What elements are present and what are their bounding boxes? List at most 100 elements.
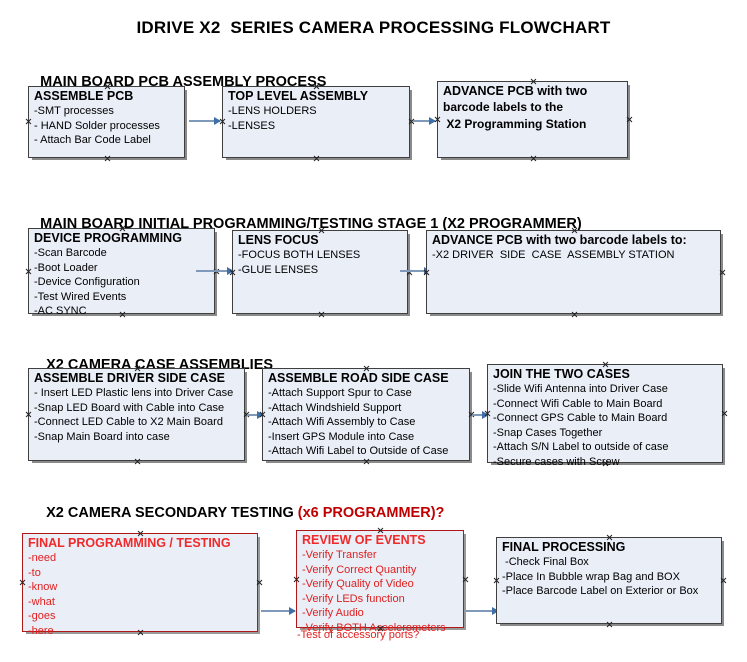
node-line: -Snap Cases Together: [493, 426, 603, 439]
node-line: -Attach Wifi Assembly to Case: [268, 416, 416, 428]
node-line: -LENSES: [228, 119, 276, 132]
node-line: - HAND Solder processes: [34, 119, 160, 132]
node-device-programming[interactable]: DEVICE PROGRAMMING -Scan Barcode -Boot L…: [25, 228, 215, 317]
node-line: -to: [28, 566, 41, 579]
node-assemble-driver-side-case[interactable]: ASSEMBLE DRIVER SIDE CASE - Insert LED P…: [28, 368, 245, 461]
arrow-head-icon: [227, 267, 234, 275]
resize-handle-left[interactable]: [293, 576, 300, 583]
node-title: ASSEMBLE PCB: [34, 89, 134, 103]
page-title: IDRIVE X2 SERIES CAMERA PROCESSING FLOWC…: [136, 18, 611, 37]
resize-handle-left[interactable]: [25, 118, 32, 125]
node-title: FINAL PROGRAMMING / TESTING: [28, 536, 231, 550]
resize-handle-bottom[interactable]: [104, 155, 111, 162]
node-line: -GLUE LENSES: [238, 263, 319, 276]
node-title: FINAL PROCESSING: [502, 540, 626, 554]
node-line: -Connect GPS Cable to Main Board: [493, 412, 668, 424]
node-line: -Insert GPS Module into Case: [268, 430, 415, 443]
node-line: -AC SYNC: [34, 305, 87, 317]
node-line: -Secure cases with Screw: [493, 455, 620, 468]
node-line: -Verify Correct Quantity: [302, 563, 417, 576]
node-title: ADVANCE PCB with two barcode labels to:: [432, 233, 687, 247]
node-join-the-two-cases[interactable]: JOIN THE TWO CASES -Slide Wifi Antenna i…: [487, 364, 723, 468]
node-line: -Device Configuration: [34, 276, 140, 288]
node-line: -Slide Wifi Antenna into Driver Case: [493, 383, 668, 395]
node-line: -Verify BOTH Accelerometers: [302, 621, 446, 634]
resize-handle-right[interactable]: [462, 576, 469, 583]
resize-handle-bottom[interactable]: [134, 458, 141, 465]
node-line: - Attach Bar Code Label: [34, 134, 151, 146]
node-line: -Check Final Box: [502, 556, 589, 568]
node-line: -goes: [28, 610, 56, 622]
node-final-programming-testing[interactable]: FINAL PROGRAMMING / TESTING -need -to -k…: [19, 533, 258, 637]
resize-handle-right[interactable]: [626, 116, 633, 123]
node-title: TOP LEVEL ASSEMBLY: [228, 89, 369, 103]
node-line: -Verify Transfer: [302, 549, 377, 561]
arrow-head-icon: [429, 117, 436, 125]
connector-road-case-to-join-cases: [472, 411, 489, 419]
resize-handle-right[interactable]: [256, 579, 263, 586]
node-lens-focus[interactable]: LENS FOCUS -FOCUS BOTH LENSES -GLUE LENS…: [232, 230, 408, 314]
resize-handle-left[interactable]: [493, 577, 500, 584]
node-title: DEVICE PROGRAMMING: [34, 231, 182, 245]
connector-final-programming-to-review-of-events: [261, 607, 296, 615]
resize-handle-right[interactable]: [721, 410, 728, 417]
node-review-of-events[interactable]: REVIEW OF EVENTS -Verify Transfer -Verif…: [293, 530, 464, 634]
node-line: barcode labels to the: [443, 100, 564, 114]
node-line: -know: [28, 581, 58, 593]
node-assemble-road-side-case[interactable]: ASSEMBLE ROAD SIDE CASE -Attach Support …: [262, 368, 470, 461]
node-advance-pcb-x2-programming-station[interactable]: ADVANCE PCB with two barcode labels to t…: [437, 81, 628, 158]
arrow-head-icon: [214, 117, 221, 125]
node-line: -Verify Audio: [302, 607, 364, 619]
connector-device-programming-to-lens-focus: [196, 267, 234, 275]
node-line: -Place Barcode Label on Exterior or Box: [502, 585, 699, 597]
node-line: -Snap Main Board into case: [34, 430, 170, 443]
node-title: JOIN THE TWO CASES: [493, 367, 630, 381]
node-title: ASSEMBLE ROAD SIDE CASE: [268, 371, 449, 385]
resize-handle-right[interactable]: [720, 577, 727, 584]
node-line: -Scan Barcode: [34, 247, 107, 259]
connector-top-level-assembly-to-advance-pcb: [413, 117, 436, 125]
node-line: -Place In Bubble wrap Bag and BOX: [502, 570, 680, 583]
resize-handle-right[interactable]: [719, 269, 726, 276]
connector-review-of-events-to-final-processing: [466, 607, 499, 615]
node-line: -Attach Windshield Support: [268, 401, 402, 414]
node-line: -Attach S/N Label to outside of case: [493, 441, 669, 453]
resize-handle-bottom[interactable]: [606, 621, 613, 628]
section-heading-accent-text: (x6 PROGRAMMER)?: [297, 505, 445, 521]
node-line: -Verify LEDs function: [302, 592, 405, 605]
section-heading-text: X2 CAMERA SECONDARY TESTING: [46, 505, 298, 521]
node-line: -SMT processes: [34, 105, 114, 117]
connector-driver-case-to-road-case: [247, 411, 264, 419]
resize-handle-left[interactable]: [19, 579, 26, 586]
arrow-head-icon: [257, 411, 264, 419]
node-advance-pcb-driver-side-case[interactable]: ADVANCE PCB with two barcode labels to: …: [426, 230, 721, 314]
node-top-level-assembly[interactable]: TOP LEVEL ASSEMBLY -LENS HOLDERS -LENSES: [222, 86, 410, 158]
node-title: ADVANCE PCB with two: [443, 84, 588, 98]
resize-handle-left[interactable]: [25, 268, 32, 275]
resize-handle-bottom[interactable]: [571, 311, 578, 318]
node-line: -Attach Support Spur to Case: [268, 387, 412, 399]
node-line: -Connect LED Cable to X2 Main Board: [34, 416, 223, 428]
resize-handle-bottom[interactable]: [530, 155, 537, 162]
node-title: ASSEMBLE DRIVER SIDE CASE: [34, 371, 226, 385]
node-line: -here: [28, 624, 54, 637]
node-final-processing[interactable]: FINAL PROCESSING -Check Final Box -Place…: [496, 537, 722, 624]
node-line: -what: [28, 595, 55, 608]
node-assemble-pcb[interactable]: ASSEMBLE PCB -SMT processes - HAND Solde…: [28, 86, 185, 158]
node-line: X2 Programming Station: [443, 117, 587, 131]
node-line: -Boot Loader: [34, 261, 98, 274]
node-line: -LENS HOLDERS: [228, 105, 317, 117]
node-line: -Test Wired Events: [34, 290, 127, 303]
node-line-overflow: -Test of accessory ports?: [297, 629, 420, 641]
node-line: -FOCUS BOTH LENSES: [238, 249, 361, 261]
resize-handle-left[interactable]: [25, 411, 32, 418]
resize-handle-bottom[interactable]: [363, 458, 370, 465]
resize-handle-bottom[interactable]: [313, 155, 320, 162]
arrow-head-icon: [482, 411, 489, 419]
node-line: -X2 DRIVER SIDE CASE ASSEMBLY STATION: [432, 249, 675, 261]
arrow-head-icon: [492, 607, 499, 615]
node-line: -Connect Wifi Cable to Main Board: [493, 397, 663, 410]
resize-handle-bottom[interactable]: [318, 311, 325, 318]
node-line: -Snap LED Board with Cable into Case: [34, 401, 225, 414]
